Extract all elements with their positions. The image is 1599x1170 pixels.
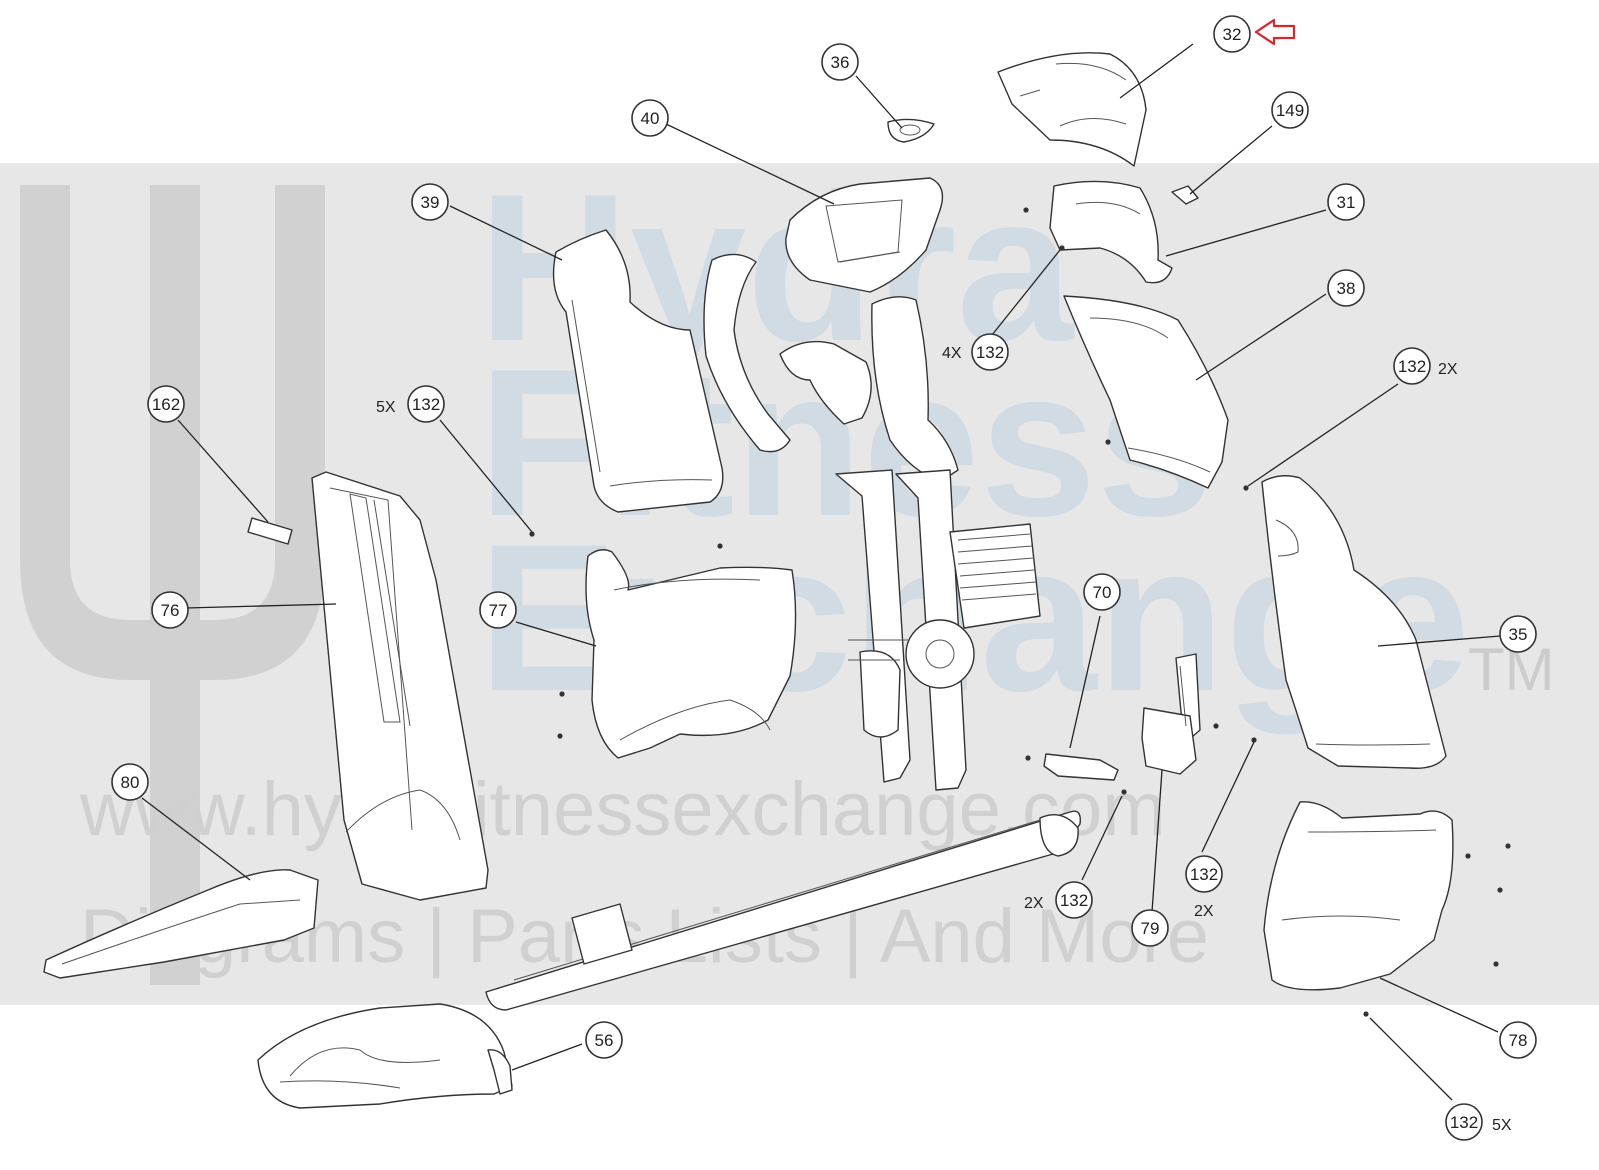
part-40-console-housing	[785, 177, 944, 293]
callout-label: 132	[1190, 865, 1218, 884]
callout-label: 70	[1093, 583, 1112, 602]
callout-label: 38	[1337, 279, 1356, 298]
callout-32-top[interactable]: 32	[1213, 15, 1251, 53]
callout-79[interactable]: 79	[1131, 909, 1169, 947]
callout-label: 76	[161, 601, 180, 620]
callout-70[interactable]: 70	[1083, 573, 1121, 611]
part-35-right-side-shroud	[1261, 475, 1447, 769]
callout-label: 132	[976, 343, 1004, 362]
callout-132-2x-right[interactable]: 132 2X	[1393, 347, 1458, 385]
callout-label: 56	[595, 1031, 614, 1050]
part-56-rear-base-cover	[257, 1003, 513, 1109]
part-36-bracket	[887, 118, 935, 143]
callout-label: 35	[1509, 625, 1528, 644]
callout-36[interactable]: 36	[821, 43, 859, 81]
callout-label: 39	[421, 193, 440, 212]
callout-149[interactable]: 149	[1271, 91, 1309, 129]
screws	[529, 207, 1511, 1017]
callout-label: 132	[1060, 891, 1088, 910]
part-77-left-side-shroud	[585, 549, 797, 759]
callout-qty: 4X	[942, 345, 962, 362]
part-70-bracket	[1043, 753, 1119, 781]
callout-35[interactable]: 35	[1499, 615, 1537, 653]
callout-162[interactable]: 162	[147, 385, 185, 423]
callout-132-5x-left[interactable]: 5X 132	[376, 385, 445, 423]
callout-qty: 2X	[1194, 903, 1214, 920]
watermark-logo	[20, 185, 325, 985]
callout-qty: 2X	[1438, 361, 1458, 378]
callout-label: 40	[641, 109, 660, 128]
part-162-label-plate	[247, 517, 293, 545]
callout-76[interactable]: 76	[151, 591, 189, 629]
callout-label: 36	[831, 53, 850, 72]
callout-132-2x-mid[interactable]: 2X 132	[1024, 881, 1093, 919]
callout-label: 31	[1337, 193, 1356, 212]
leader-lines	[141, 43, 1501, 1101]
callout-77[interactable]: 77	[479, 591, 517, 629]
callout-label: 79	[1141, 919, 1160, 938]
callout-31[interactable]: 31	[1327, 183, 1365, 221]
callout-56[interactable]: 56	[585, 1021, 623, 1059]
callout-40[interactable]: 40	[631, 99, 669, 137]
part-76-front-upright-cover	[311, 471, 489, 901]
callout-label: 132	[412, 395, 440, 414]
callout-label: 132	[1450, 1113, 1478, 1132]
part-80-front-base-cover	[43, 869, 319, 979]
highlight-arrow-icon	[1254, 18, 1296, 46]
part-frame-column	[703, 253, 1041, 791]
callout-label: 78	[1509, 1031, 1528, 1050]
callout-label: 77	[489, 601, 508, 620]
part-32-top-shroud	[997, 52, 1147, 167]
callout-39[interactable]: 39	[411, 183, 449, 221]
callout-80[interactable]: 80	[111, 763, 149, 801]
callout-label: 32	[1223, 25, 1242, 44]
callout-132-4x[interactable]: 4X 132	[942, 333, 1009, 371]
parts	[43, 52, 1511, 1109]
callout-qty: 5X	[376, 399, 396, 416]
part-79-housing	[1141, 653, 1201, 775]
part-31-upper-shroud	[1049, 180, 1173, 284]
callout-78[interactable]: 78	[1499, 1021, 1537, 1059]
part-base-rail	[485, 810, 1081, 1011]
callout-qty: 2X	[1024, 895, 1044, 912]
part-78-rear-side-shroud	[1263, 801, 1454, 991]
callout-label: 149	[1276, 101, 1304, 120]
callout-132-2x-lower[interactable]: 132 2X	[1185, 855, 1223, 920]
part-39-left-shroud	[552, 229, 724, 513]
callout-132-5x-bottom[interactable]: 132 5X	[1445, 1103, 1512, 1141]
callout-label: 162	[152, 395, 180, 414]
part-149-clip	[1171, 185, 1199, 205]
callout-label: 132	[1398, 357, 1426, 376]
callout-label: 80	[121, 773, 140, 792]
part-38-right-shroud	[1063, 295, 1229, 489]
callout-38[interactable]: 38	[1327, 269, 1365, 307]
callout-qty: 5X	[1492, 1117, 1512, 1134]
